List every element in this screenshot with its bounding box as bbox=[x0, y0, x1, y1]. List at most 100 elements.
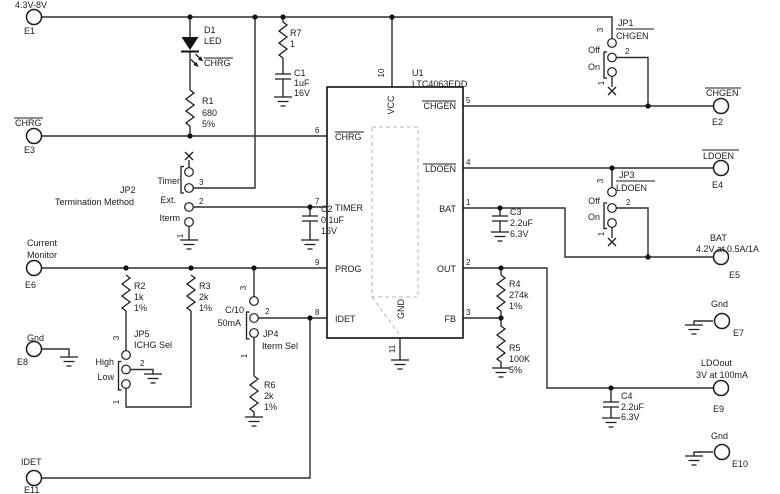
overline-bars bbox=[14, 28, 741, 182]
c1-ref: C1 bbox=[294, 68, 306, 78]
supply-voltage-label: 4.3V-8V bbox=[15, 0, 47, 10]
d1-type: LED bbox=[204, 36, 222, 46]
jp1-ref: JP1 bbox=[618, 18, 634, 28]
ic-pin10-num: 10 bbox=[377, 68, 386, 77]
c2-ref: C2 bbox=[321, 204, 333, 214]
terminal-e6-ref: E6 bbox=[25, 280, 36, 290]
terminal-e2-ref: E2 bbox=[712, 117, 723, 127]
jp2-pin1-num: 1 bbox=[176, 233, 185, 238]
r1-tol: 5% bbox=[202, 119, 215, 129]
resistor-r3-symbol bbox=[185, 274, 197, 312]
terminal-e3-circle bbox=[25, 127, 43, 145]
terminal-e9-label: LDOout bbox=[701, 358, 733, 368]
c3-volt: 6.3V bbox=[510, 229, 529, 239]
r7-value: 1 bbox=[290, 39, 295, 49]
terminal-e6-label: Current bbox=[27, 238, 58, 248]
r5-ref: R5 bbox=[509, 343, 521, 353]
jp3-pin1-num: 1 bbox=[597, 231, 606, 236]
c3-ref: C3 bbox=[510, 207, 522, 217]
resistor-r7-symbol bbox=[277, 21, 289, 59]
ic-part: LTC4063EDD bbox=[412, 79, 468, 89]
jp2-pin2-num: 2 bbox=[199, 197, 204, 206]
resistor-r1-symbol bbox=[184, 89, 196, 127]
terminal-e11-ref: E11 bbox=[24, 485, 39, 494]
jp4-pin1-num: 1 bbox=[240, 353, 249, 358]
jp1-name: CHGEN bbox=[616, 31, 649, 41]
terminal-e8-label: Gnd bbox=[27, 333, 44, 343]
jp3-pin2-num: 2 bbox=[626, 198, 631, 207]
r2-value: 1k bbox=[134, 292, 144, 302]
terminal-e7-ref: E7 bbox=[733, 328, 744, 338]
r1-value: 680 bbox=[202, 108, 217, 118]
terminal-e4-circle bbox=[712, 159, 730, 177]
jp4-pin3-num: 3 bbox=[239, 285, 248, 290]
jp1-opt-on: On bbox=[588, 62, 600, 72]
resistor-r4-symbol bbox=[495, 274, 507, 312]
jp3-opt-on: On bbox=[588, 212, 600, 222]
terminal-e9-ref: E9 bbox=[713, 404, 724, 414]
jp3-name: LDOEN bbox=[616, 183, 647, 193]
ic-pin9-num: 9 bbox=[315, 258, 320, 267]
terminal-e1-ref: E1 bbox=[24, 26, 35, 36]
r2-tol: 1% bbox=[134, 303, 147, 313]
jp2-opt-ext: Ext. bbox=[160, 195, 176, 205]
terminal-e5-detail: 4.2V at 0.5A/1A bbox=[696, 244, 759, 254]
ic-pin-chrg: CHRG bbox=[335, 132, 362, 142]
junction-dots bbox=[123, 14, 651, 391]
c2-volt: 16V bbox=[321, 226, 337, 236]
ic-pin4-num: 4 bbox=[466, 158, 471, 167]
jp2-opt-timer: Timer bbox=[157, 176, 180, 186]
jp2-pin3-num: 3 bbox=[199, 178, 204, 187]
c4-ref: C4 bbox=[621, 391, 633, 401]
terminal-e3-ref: E3 bbox=[24, 145, 35, 155]
terminal-e1-circle bbox=[25, 8, 43, 26]
r6-value: 2k bbox=[264, 391, 274, 401]
jp2-opt-iterm: Iterm bbox=[159, 213, 180, 223]
jp5-pin3-num: 3 bbox=[112, 335, 121, 340]
jp2-ref: JP2 bbox=[120, 185, 136, 195]
terminal-e11-circle bbox=[25, 469, 43, 487]
jp4-opt-c10: C/10 bbox=[225, 305, 244, 315]
c1-value: 1uF bbox=[294, 78, 310, 88]
jumper-pin-circles bbox=[121, 38, 617, 389]
ic-pin-bat: BAT bbox=[439, 204, 456, 214]
r4-ref: R4 bbox=[509, 279, 521, 289]
terminal-e10-circle bbox=[713, 443, 731, 461]
jp5-name: ICHG Sel bbox=[134, 340, 172, 350]
terminal-e8-circle bbox=[25, 340, 43, 358]
terminal-e8-ref: E8 bbox=[17, 357, 28, 367]
jp1-pin3-num: 3 bbox=[596, 27, 605, 32]
d1-ref: D1 bbox=[204, 25, 216, 35]
r7-ref: R7 bbox=[290, 28, 302, 38]
ic-pin3-num: 3 bbox=[466, 308, 471, 317]
ic-pin2-num: 2 bbox=[466, 258, 471, 267]
jp4-ref: JP4 bbox=[263, 329, 279, 339]
jp5-opt-high: High bbox=[95, 357, 114, 367]
ic-pin-idet: IDET bbox=[335, 314, 356, 324]
terminal-e9-circle bbox=[712, 379, 730, 397]
jp1-pin2-num: 2 bbox=[625, 47, 630, 56]
terminal-e5-label: BAT bbox=[710, 233, 727, 243]
terminal-e9-detail: 3V at 100mA bbox=[696, 370, 748, 380]
led-arrow-icon bbox=[193, 61, 199, 67]
r3-value: 2k bbox=[199, 292, 209, 302]
ic-pin-timer: TIMER bbox=[335, 203, 363, 213]
labels: 4.3V-8V E1 CHRG E3 Current Monitor E6 Gn… bbox=[15, 0, 759, 494]
c3-value: 2.2uF bbox=[510, 218, 534, 228]
ic-pin7-num: 7 bbox=[315, 197, 320, 206]
r2-ref: R2 bbox=[134, 281, 146, 291]
terminal-e10-label: Gnd bbox=[711, 431, 728, 441]
ic-pin11-num: 11 bbox=[388, 344, 397, 353]
terminal-e11-label: IDET bbox=[21, 457, 42, 467]
jp5-ref: JP5 bbox=[134, 329, 150, 339]
jp5-opt-low: Low bbox=[97, 372, 114, 382]
led-arrow-icon bbox=[197, 56, 203, 62]
ic-pin-fb: FB bbox=[444, 314, 456, 324]
ic-u1-body bbox=[326, 86, 464, 339]
jp5-pin1-num: 1 bbox=[112, 399, 121, 404]
ic-pin1-num: 1 bbox=[466, 198, 471, 207]
terminal-e6-label2: Monitor bbox=[27, 250, 57, 260]
terminal-e4-ref: E4 bbox=[712, 180, 723, 190]
led-d1-symbol bbox=[181, 37, 203, 67]
d1-signal: CHRG bbox=[204, 58, 231, 68]
